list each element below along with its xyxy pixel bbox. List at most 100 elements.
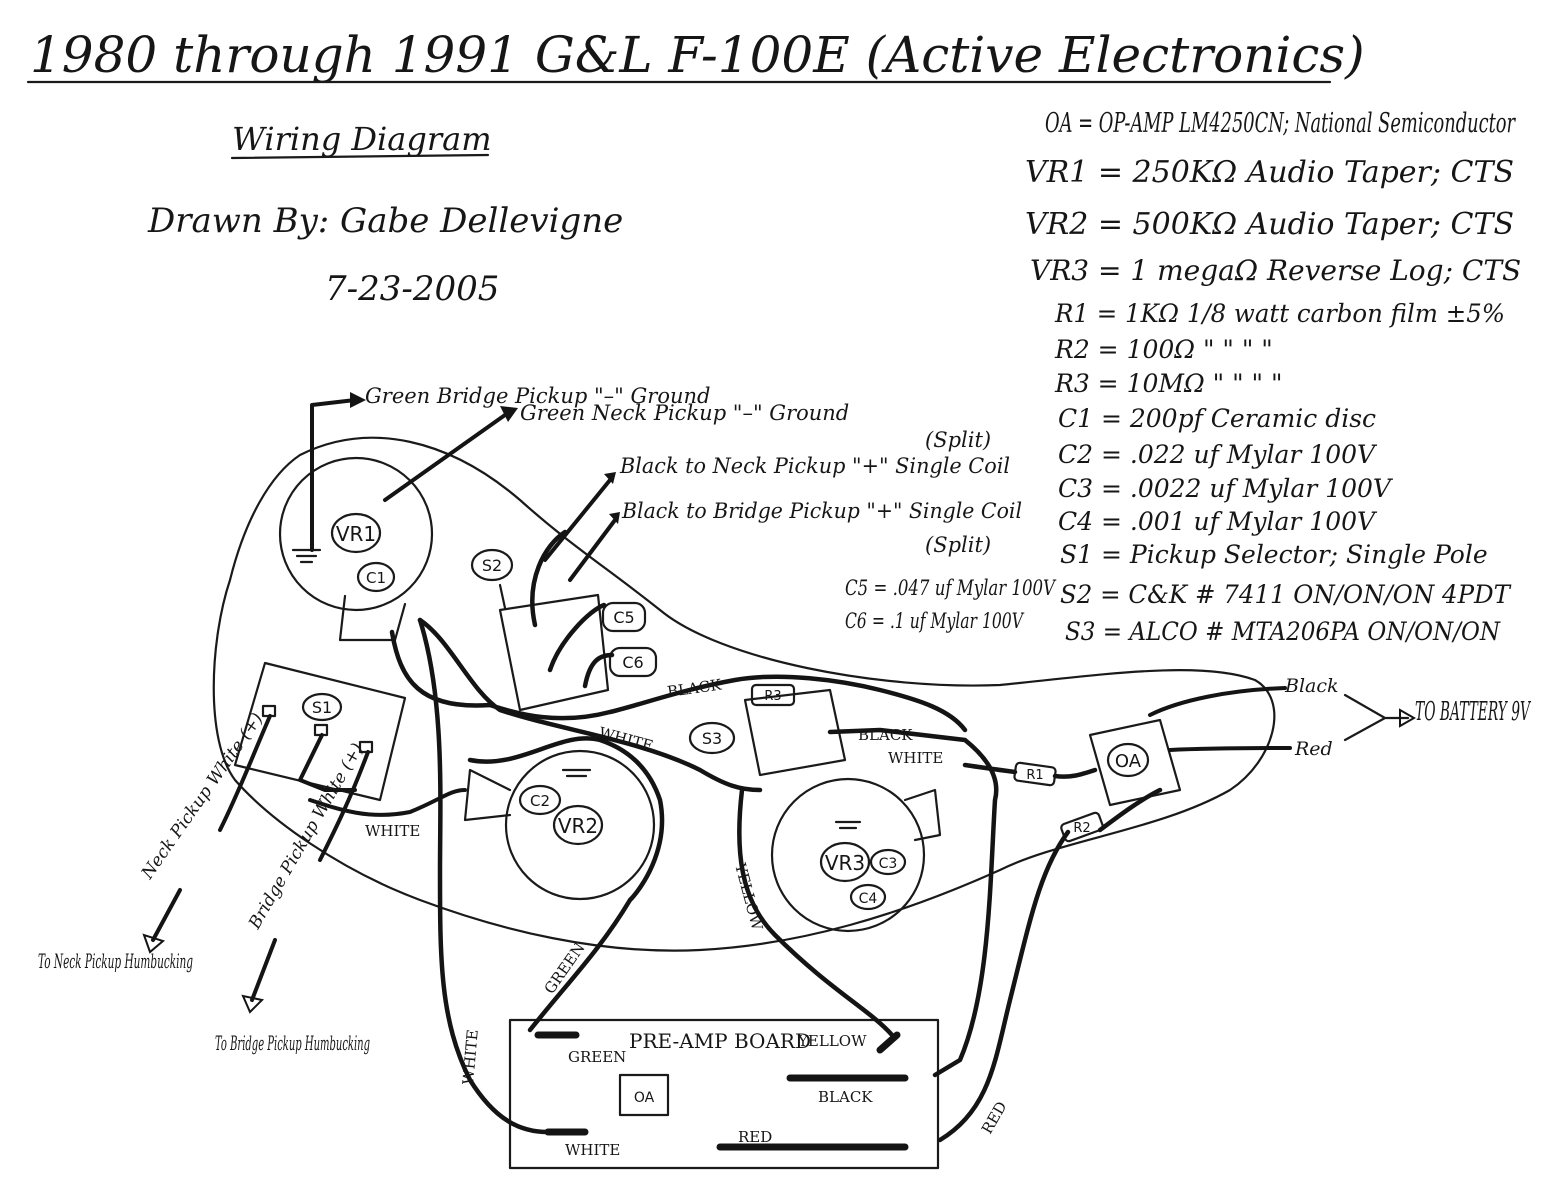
arrowhead-icon — [142, 933, 166, 954]
legend-c1: C1 = 200pf Ceramic disc — [1058, 404, 1376, 433]
wires — [218, 529, 1292, 1143]
switch-s1: S1 — [233, 661, 407, 802]
wire-jack-r1-right — [1052, 767, 1098, 779]
switch-s2-marker — [470, 548, 514, 582]
switch-s1-body — [233, 661, 407, 802]
callout-split-top: (Split) — [925, 428, 991, 452]
preamp-pad-yellow — [876, 1031, 901, 1054]
wire-s1-jumper — [298, 733, 357, 792]
arrowhead-icon — [1399, 708, 1417, 728]
callout-to-bridge: To Bridge Pickup Humbucking — [215, 1031, 370, 1055]
legend-oa: OA = OP-AMP LM4250CN; National Semicondu… — [1045, 108, 1516, 139]
pot-vr1-body — [278, 456, 434, 612]
wire-battery-black — [1148, 686, 1287, 717]
component-legend: OA = OP-AMP LM4250CN; National Semicondu… — [845, 108, 1521, 646]
wire-yellow — [737, 787, 895, 1038]
arrowhead-icon — [350, 392, 366, 408]
callout-to-neck: To Neck Pickup Humbucking — [38, 949, 193, 973]
capacitor-c2-label: C2 — [530, 792, 550, 810]
ground-icon — [291, 548, 322, 564]
diagram-title: 1980 through 1991 G&L F-100E (Active Ele… — [30, 26, 1365, 84]
wire-s1-neck — [218, 714, 272, 832]
arrowhead-icon — [500, 406, 518, 422]
wire-label-red: RED — [978, 1098, 1011, 1137]
ground-symbols — [291, 548, 862, 830]
pot-vr3-marker — [819, 841, 871, 883]
switch-s1-label: S1 — [312, 698, 332, 717]
pot-vr1: VR1 — [278, 456, 434, 642]
capacitors: C1 C2 C3 C4 C5 C6 — [356, 561, 907, 911]
callout-black-bridge: Black to Bridge Pickup "+" Single Coil — [621, 499, 1022, 523]
pot-vr1-lugs — [338, 594, 407, 642]
wire-s1-bridge — [318, 750, 370, 862]
pot-vr2-label: VR2 — [558, 814, 598, 838]
wire-white-long — [417, 617, 551, 1135]
author-credit: Drawn By: Gabe Dellevigne — [147, 201, 623, 241]
preamp-board: PRE-AMP BOARD OA GREEN WHITE YELLOW BLAC… — [508, 1018, 940, 1170]
wire-label-white-s3: WHITE — [888, 749, 943, 767]
arrow-black-neck — [543, 478, 612, 562]
pot-vr1-marker — [330, 512, 382, 554]
output-jack: OA — [1088, 718, 1182, 807]
legend-vr2: VR2 = 500KΩ Audio Taper; CTS — [1025, 207, 1514, 242]
capacitor-c6 — [608, 646, 658, 678]
battery-arrow — [1343, 693, 1410, 742]
battery-black-label: Black — [1284, 675, 1339, 697]
preamp-chip — [618, 1073, 670, 1117]
switch-s3-body — [743, 688, 847, 777]
wire-red — [937, 829, 1071, 1143]
ground-icon — [834, 820, 862, 830]
wire-label-yellow: YELLOW — [731, 860, 767, 932]
wire-label-black-s3: BLACK — [858, 726, 913, 744]
output-jack-label: OA — [1115, 751, 1142, 772]
capacitor-c3 — [869, 848, 907, 876]
preamp-label-yellow: YELLOW — [797, 1032, 867, 1050]
legend-vr3: VR3 = 1 megaΩ Reverse Log; CTS — [1030, 254, 1521, 287]
wire-black-preamp — [827, 727, 999, 1078]
wire-label-black-top: BLACK — [666, 675, 723, 701]
diagram-subtitle: Wiring Diagram — [232, 120, 492, 158]
switch-s3: S3 — [688, 688, 847, 777]
pot-vr2-lugs — [463, 768, 512, 822]
pot-vr3: VR3 — [770, 777, 942, 933]
wire-battery-red — [1168, 746, 1292, 752]
legend-c4: C4 = .001 uf Mylar 100V — [1058, 507, 1378, 536]
pot-vr2-marker — [552, 804, 604, 846]
preamp-chip-label: OA — [634, 1090, 655, 1106]
preamp-label-black: BLACK — [818, 1088, 873, 1106]
capacitor-c1 — [356, 561, 396, 593]
preamp-label-white: WHITE — [565, 1141, 620, 1159]
callout-split-bottom: (Split) — [925, 533, 991, 557]
wire-green — [467, 736, 665, 1033]
legend-r2: R2 = 100Ω " " " " — [1054, 335, 1273, 364]
legend-c2: C2 = .022 uf Mylar 100V — [1058, 440, 1378, 469]
preamp-label-red: RED — [738, 1128, 772, 1146]
legend-c3: C3 = .0022 uf Mylar 100V — [1058, 474, 1394, 503]
legend-s3: S3 = ALCO # MTA206PA ON/ON/ON — [1065, 617, 1501, 646]
wire-white-mid — [417, 617, 763, 793]
preamp-board-outline — [508, 1018, 940, 1170]
resistor-r3-label: R3 — [764, 689, 781, 704]
resistor-r2 — [1060, 811, 1104, 843]
callout-black-neck: Black to Neck Pickup "+" Single Coil — [619, 454, 1010, 478]
wire-black-top — [389, 629, 968, 733]
resistor-r1-label: R1 — [1026, 768, 1043, 783]
arrowhead-icon — [609, 512, 620, 524]
header: 1980 through 1991 G&L F-100E (Active Ele… — [26, 26, 1365, 309]
pot-vr2-body — [504, 749, 656, 901]
arrow-to-bridge — [250, 938, 277, 1002]
legend-c6: C6 = .1 uf Mylar 100V — [845, 609, 1024, 633]
switch-s2-pointer — [498, 583, 507, 610]
pot-vr2: VR2 — [463, 749, 656, 901]
capacitor-c6-label: C6 — [622, 653, 643, 672]
capacitor-c2 — [518, 784, 562, 816]
pot-vr3-label: VR3 — [825, 851, 865, 875]
legend-c5: C5 = .047 uf Mylar 100V — [845, 576, 1056, 600]
capacitor-c4-label: C4 — [859, 891, 878, 907]
arrowhead-icon — [604, 472, 616, 484]
control-plate-outline — [212, 436, 1276, 952]
ground-icon — [561, 768, 592, 778]
wire-s2-pickups — [530, 529, 615, 689]
preamp-label-green: GREEN — [568, 1048, 626, 1066]
